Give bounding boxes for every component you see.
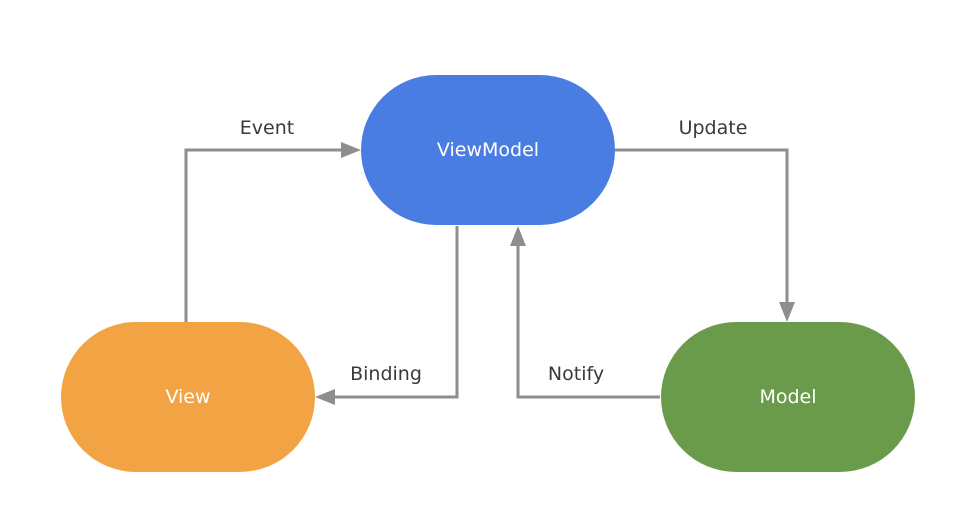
- notify-arrowhead: [510, 226, 526, 246]
- binding-label: Binding: [350, 363, 422, 385]
- update-arrowhead: [779, 302, 795, 322]
- binding-connector: [333, 226, 459, 399]
- model-label: Model: [759, 386, 816, 408]
- viewmodel-shape: [361, 75, 615, 225]
- event-arrowhead: [341, 142, 361, 158]
- viewmodel-node: ViewModel: [361, 75, 615, 225]
- event-label: Event: [240, 117, 294, 139]
- notify-label: Notify: [548, 363, 604, 385]
- update-connector: [615, 148, 789, 304]
- model-node: Model: [661, 322, 915, 472]
- view-node: View: [61, 322, 315, 472]
- view-shape: [61, 322, 315, 472]
- view-label: View: [165, 386, 210, 408]
- connectors: [184, 142, 795, 405]
- event-connector: [184, 148, 344, 322]
- edge-labels: Event Update Binding Notify: [240, 117, 748, 385]
- binding-arrowhead: [315, 389, 335, 405]
- update-label: Update: [679, 117, 748, 139]
- model-shape: [661, 322, 915, 472]
- viewmodel-label: ViewModel: [437, 139, 539, 161]
- notify-connector: [516, 244, 660, 399]
